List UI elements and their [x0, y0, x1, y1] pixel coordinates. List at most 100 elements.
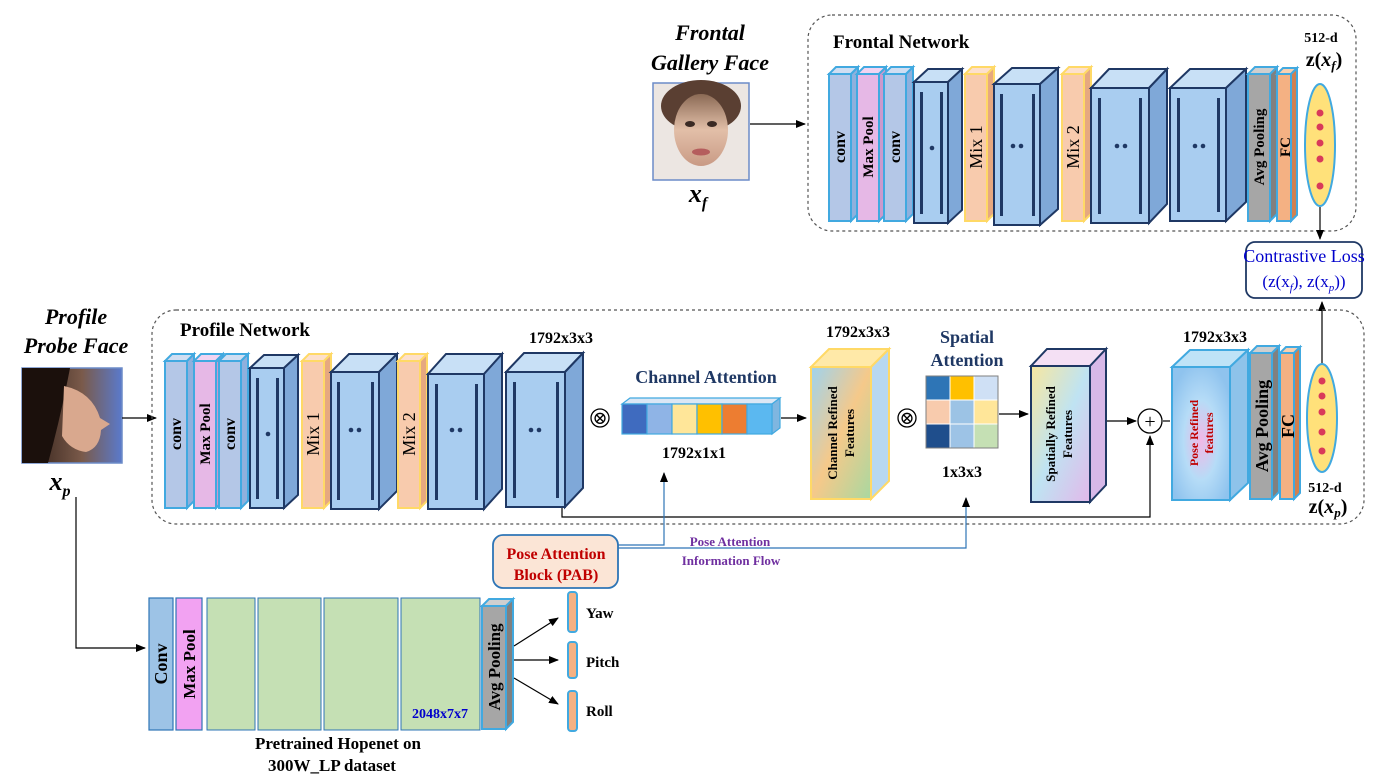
profile-block-1 [247, 352, 301, 511]
pitch-label: Pitch [586, 655, 620, 671]
profile-to-hopenet-arrow [75, 497, 146, 652]
roll-label: Roll [586, 704, 613, 720]
multiply-operator-2: ⊗ [897, 408, 917, 428]
layer-label: conv [887, 131, 904, 163]
loss-title: Contrastive Loss [1243, 246, 1365, 266]
loss-formula: (z(xf), z(xp)) [1262, 272, 1345, 294]
frontal-block-3 [1088, 66, 1170, 226]
frontal-avgpool-layer: Avg Pooling [1245, 64, 1280, 224]
profile-network-title: Profile Network [180, 320, 310, 341]
profile-input-title: Probe Face [23, 333, 129, 358]
frontal-block-4 [1167, 66, 1249, 224]
roll-arrow [513, 677, 559, 705]
profile-face-image [21, 367, 123, 464]
frontal-block-2 [991, 65, 1061, 228]
layer-label: Max Pool [180, 629, 199, 699]
backbone-output-dim: 1792x3x3 [529, 330, 593, 347]
profile-input-title: Profile [44, 304, 108, 329]
channel-vector-dim: 1792x1x1 [662, 445, 726, 462]
hopenet-avgpool-layer: Avg Pooling [479, 596, 516, 732]
profile-conv-layer-1: conv [162, 351, 197, 511]
pab-title: Pose Attention [506, 546, 605, 563]
spatial-attention-title: Attention [931, 350, 1004, 370]
channel-attention-title: Channel Attention [635, 367, 777, 387]
frontal-block-1 [911, 66, 965, 226]
profile-network-box [151, 309, 1365, 525]
yaw-output: Yaw [567, 591, 614, 633]
profile-conv-layer-2: conv [216, 351, 251, 511]
frontal-network-title: Frontal Network [833, 32, 970, 53]
frontal-conv-layer-1: conv [826, 64, 861, 224]
frontal-maxpool-layer: Max Pool [854, 64, 889, 224]
frontal-embedding-label: z(xf) [1306, 49, 1343, 73]
profile-block-2 [328, 351, 400, 512]
frontal-input-title: Gallery Face [651, 50, 769, 75]
residual-connection [561, 435, 1154, 518]
frontal-mix-layer-2: Mix 2 [1059, 64, 1094, 224]
layer-label: Mix 2 [1063, 125, 1083, 169]
pose-refined-features: Pose Refinedfeatures [1169, 347, 1251, 503]
roll-output: Roll [567, 690, 613, 732]
spatial-map-dim: 1x3x3 [942, 464, 982, 481]
profile-embedding-dim: 512-d [1308, 481, 1342, 496]
frontal-conv-layer-2: conv [881, 64, 916, 224]
contrastive-loss-box: Contrastive Loss (z(xf), z(xp)) [1243, 241, 1365, 299]
layer-label: Mix 1 [966, 125, 986, 169]
pitch-output: Pitch [567, 641, 620, 679]
hopenet-block-4 [400, 597, 481, 731]
pab-to-channel-attention [618, 472, 668, 546]
hopenet-section: Conv Max Pool 2048x7x7 Avg Pooling Pretr… [75, 497, 620, 775]
pose-refined-label: Pose Refinedfeatures [1187, 400, 1216, 467]
layer-label: Avg Pooling [1252, 380, 1272, 472]
hopenet-block-2 [257, 597, 322, 731]
pose-attention-block: Pose Attention Block (PAB) [492, 534, 619, 589]
frontal-fc-layer: FC [1274, 65, 1300, 224]
profile-block-4 [503, 350, 586, 510]
profile-input-variable: xp [49, 467, 71, 500]
frontal-embedding-dim: 512-d [1304, 31, 1338, 46]
channel-refined-dim: 1792x3x3 [826, 324, 890, 341]
layer-label: Mix 2 [399, 412, 419, 456]
layer-label: conv [168, 418, 185, 450]
frontal-input-variable: xf [688, 179, 709, 212]
layer-label: FC [1278, 137, 1294, 157]
hopenet-block-3 [323, 597, 399, 731]
profile-block-3 [425, 351, 505, 512]
yaw-arrow [513, 617, 559, 647]
profile-section: Profile Probe Face xp Profile Network co… [21, 304, 1365, 525]
frontal-section: Frontal Gallery Face xf Frontal Network … [651, 14, 1357, 240]
profile-avgpool-layer: Avg Pooling [1247, 343, 1282, 502]
spatial-attention-map [925, 375, 999, 449]
pab-to-spatial-attention [618, 497, 970, 549]
pab-flow-label: Pose Attention [690, 534, 771, 549]
frontal-face-image [652, 80, 750, 181]
profile-embedding-vector [1306, 363, 1338, 473]
profile-mix-layer-2: Mix 2 [395, 351, 430, 511]
hopenet-output-dim: 2048x7x7 [412, 707, 468, 722]
spatial-attention-title: Spatial [940, 327, 994, 347]
pab-flow-label: Information Flow [682, 553, 781, 568]
svg-text:+: + [1144, 411, 1155, 433]
layer-label: Max Pool [861, 116, 877, 177]
channel-attention-vector [620, 396, 782, 436]
hopenet-conv-layer: Conv [148, 597, 174, 731]
multiply-operator-1: ⊗ [590, 408, 610, 428]
layer-label: Max Pool [198, 403, 214, 464]
layer-label: Mix 1 [303, 412, 323, 456]
frontal-input-title: Frontal [674, 20, 746, 45]
svg-text:⊗: ⊗ [899, 408, 914, 428]
layer-label: Conv [151, 643, 171, 684]
layer-label: Avg Pooling [1252, 108, 1268, 185]
hopenet-maxpool-layer: Max Pool [175, 597, 203, 731]
profile-embedding-label: z(xp) [1309, 496, 1348, 520]
frontal-embedding-vector [1304, 83, 1336, 207]
pose-refined-dim: 1792x3x3 [1183, 329, 1247, 346]
yaw-label: Yaw [586, 606, 614, 622]
pab-title: Block (PAB) [514, 567, 599, 584]
frontal-network-box [807, 14, 1357, 232]
hopenet-caption: Pretrained Hopenet on [255, 734, 421, 753]
